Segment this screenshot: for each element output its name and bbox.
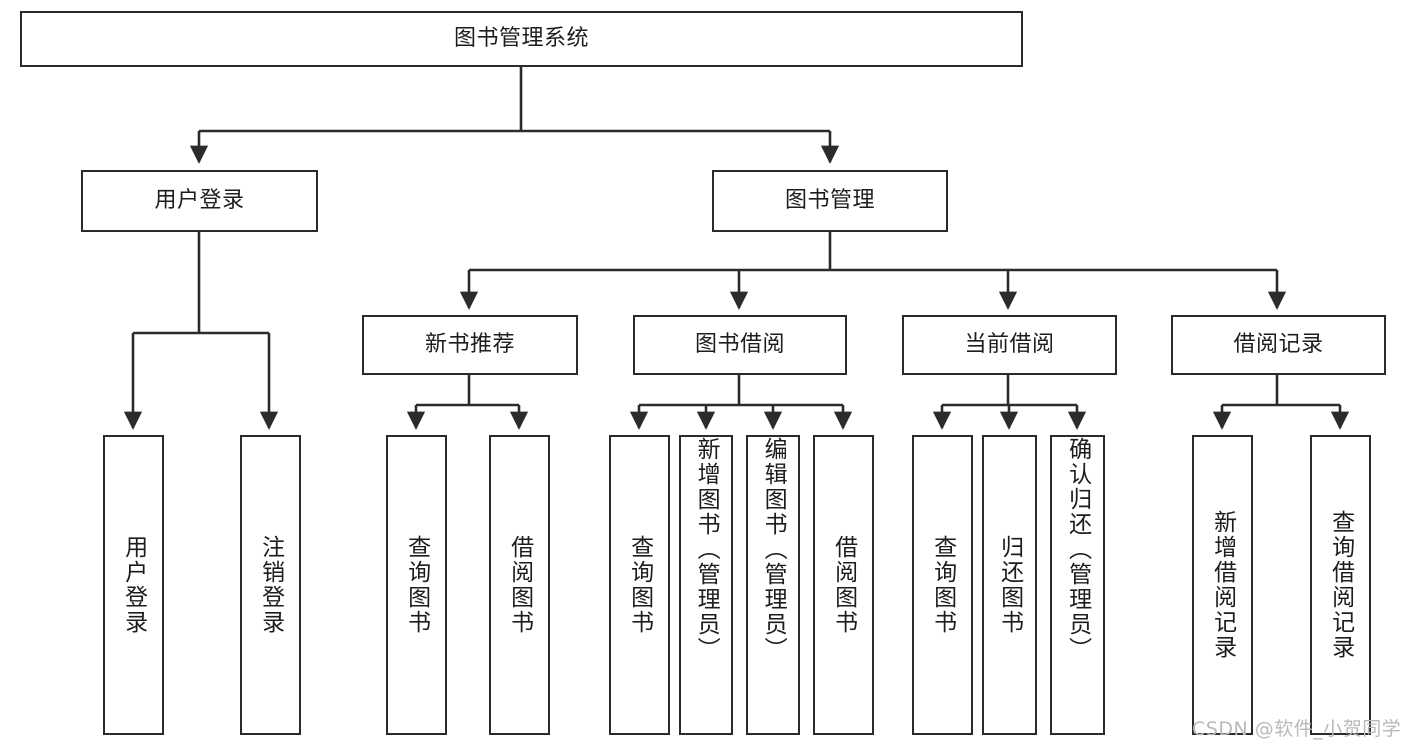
node-root[interactable]: 图书管理系统 — [20, 11, 1023, 67]
node-user-login-label: 用户登录 — [154, 188, 245, 214]
leaf-borrow-query-book-label: 查询图书 — [626, 535, 653, 635]
leaf-user-logout-label: 注销登录 — [257, 535, 284, 635]
leaf-recommend-borrow-book-label: 借阅图书 — [506, 535, 533, 635]
leaf-record-query-label: 查询借阅记录 — [1327, 510, 1354, 660]
leaf-borrow-add-book[interactable]: 新增图书（管理员） — [679, 435, 733, 735]
leaf-borrow-edit-book-label: 编辑图书（管理员） — [760, 437, 787, 662]
leaf-borrow-do-borrow-label: 借阅图书 — [830, 535, 857, 635]
node-current-borrow-label: 当前借阅 — [964, 332, 1055, 358]
node-book-borrow[interactable]: 图书借阅 — [633, 315, 847, 375]
node-root-label: 图书管理系统 — [453, 26, 589, 52]
leaf-user-login-label: 用户登录 — [120, 535, 147, 635]
node-new-book-recommend[interactable]: 新书推荐 — [362, 315, 578, 375]
leaf-user-login[interactable]: 用户登录 — [103, 435, 164, 735]
leaf-borrow-add-book-label: 新增图书（管理员） — [693, 437, 720, 662]
node-new-book-recommend-label: 新书推荐 — [424, 332, 515, 358]
leaf-borrow-query-book[interactable]: 查询图书 — [609, 435, 670, 735]
leaf-recommend-borrow-book[interactable]: 借阅图书 — [489, 435, 550, 735]
leaf-current-return-book-label: 归还图书 — [996, 535, 1023, 635]
node-book-management-label: 图书管理 — [784, 188, 875, 214]
leaf-recommend-query-book-label: 查询图书 — [403, 535, 430, 635]
node-borrow-record[interactable]: 借阅记录 — [1171, 315, 1386, 375]
node-user-login[interactable]: 用户登录 — [81, 170, 318, 232]
leaf-current-confirm-return[interactable]: 确认归还（管理员） — [1050, 435, 1105, 735]
watermark-text: CSDN @软件_小贺同学 — [1192, 718, 1402, 740]
leaf-current-query-book[interactable]: 查询图书 — [912, 435, 973, 735]
leaf-record-add-label: 新增借阅记录 — [1209, 510, 1236, 660]
leaf-current-confirm-return-label: 确认归还（管理员） — [1064, 437, 1091, 662]
leaf-borrow-edit-book[interactable]: 编辑图书（管理员） — [746, 435, 800, 735]
node-borrow-record-label: 借阅记录 — [1233, 332, 1324, 358]
leaf-record-add[interactable]: 新增借阅记录 — [1192, 435, 1253, 735]
leaf-recommend-query-book[interactable]: 查询图书 — [386, 435, 447, 735]
leaf-user-logout[interactable]: 注销登录 — [240, 435, 301, 735]
node-book-borrow-label: 图书借阅 — [694, 332, 785, 358]
leaf-record-query[interactable]: 查询借阅记录 — [1310, 435, 1371, 735]
leaf-current-query-book-label: 查询图书 — [929, 535, 956, 635]
node-book-management[interactable]: 图书管理 — [712, 170, 948, 232]
leaf-borrow-do-borrow[interactable]: 借阅图书 — [813, 435, 874, 735]
node-current-borrow[interactable]: 当前借阅 — [902, 315, 1117, 375]
leaf-current-return-book[interactable]: 归还图书 — [982, 435, 1037, 735]
